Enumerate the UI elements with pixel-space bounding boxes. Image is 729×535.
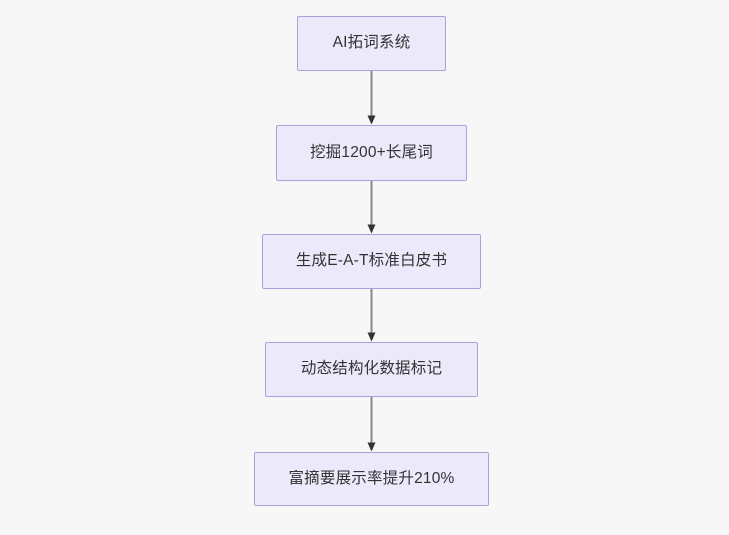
flowchart-node-mine-longtail-keywords[interactable]: 挖掘1200+长尾词 [276, 125, 467, 181]
node-label: 挖掘1200+长尾词 [309, 143, 434, 161]
flowchart-node-ai-keyword-system[interactable]: AI拓词系统 [297, 16, 446, 71]
node-label: AI拓词系统 [332, 34, 411, 52]
flowchart-node-rich-snippet-rate-increase[interactable]: 富摘要展示率提升210% [254, 452, 489, 506]
node-label: 生成E-A-T标准白皮书 [295, 252, 448, 270]
flowchart-node-generate-eat-whitepaper[interactable]: 生成E-A-T标准白皮书 [262, 234, 481, 289]
flowchart-node-dynamic-structured-data-markup[interactable]: 动态结构化数据标记 [265, 342, 478, 397]
node-label: 富摘要展示率提升210% [288, 469, 455, 487]
node-label: 动态结构化数据标记 [300, 360, 443, 378]
